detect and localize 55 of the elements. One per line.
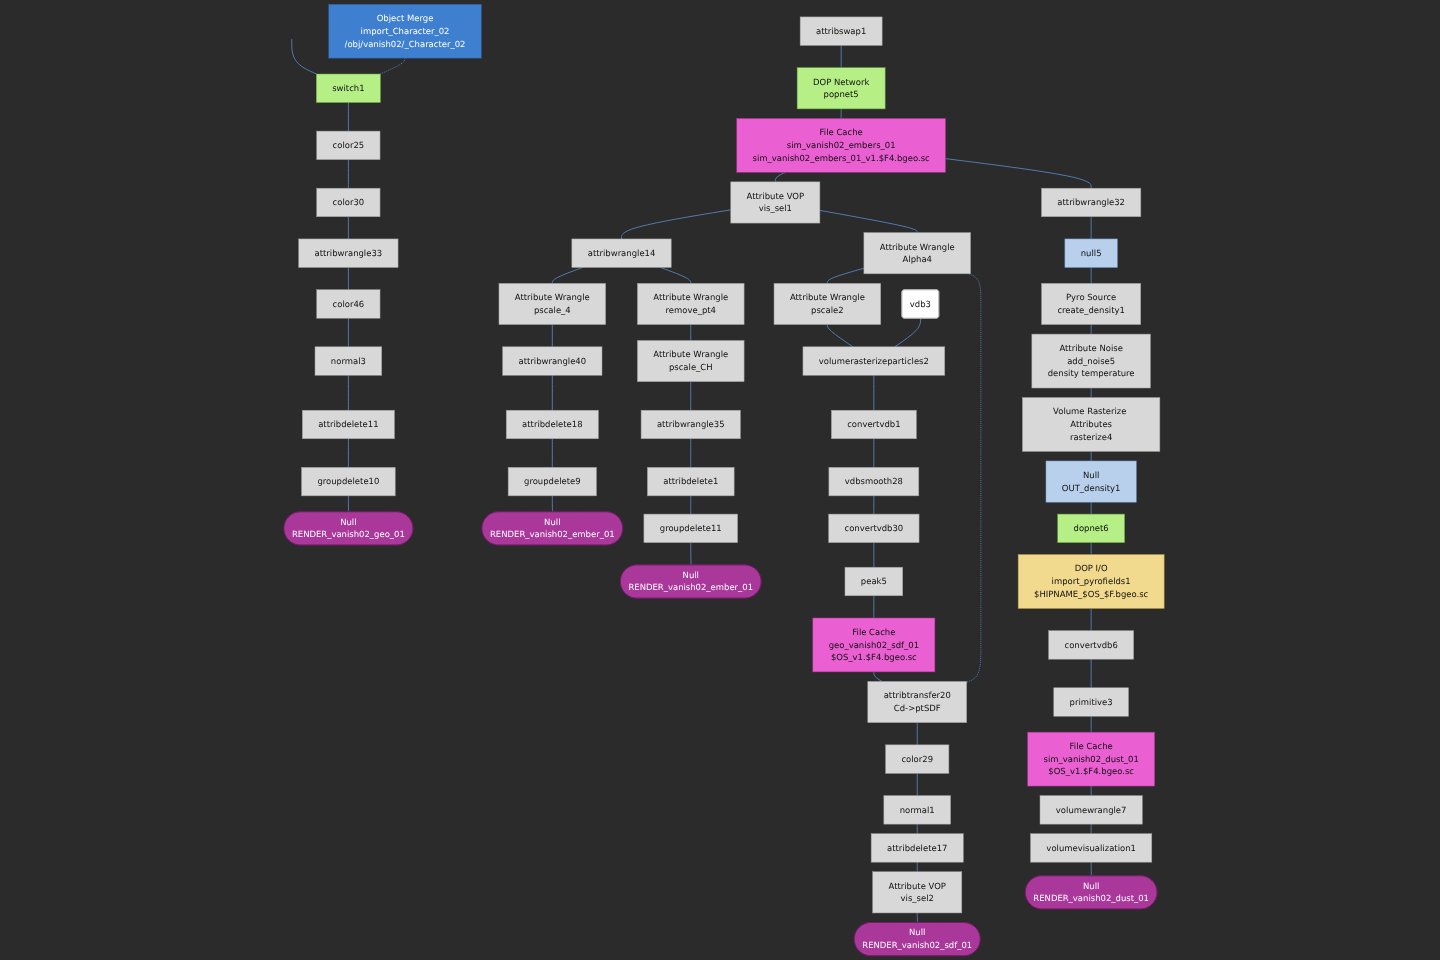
connector: [826, 267, 865, 284]
connector: [660, 267, 692, 284]
connector: [690, 324, 692, 341]
connector: [1090, 501, 1092, 515]
connector: [1090, 267, 1092, 284]
connector: [551, 324, 553, 348]
connector: [1090, 451, 1092, 462]
connector: [894, 318, 921, 348]
connector: [690, 542, 692, 566]
connector: [690, 438, 692, 468]
connector: [551, 374, 553, 411]
connector: [347, 267, 349, 291]
connector: [840, 45, 842, 69]
connector: [1090, 823, 1092, 835]
connector: [1090, 542, 1092, 555]
connector: [873, 495, 875, 515]
connector: [1090, 658, 1092, 689]
connector: [347, 438, 349, 468]
connector: [826, 324, 854, 348]
connector: [690, 495, 692, 515]
connector: [916, 861, 918, 873]
connector: [379, 57, 406, 75]
connector: [1090, 216, 1092, 240]
connector: [840, 108, 842, 119]
connector: [916, 912, 918, 924]
connector: [916, 773, 918, 796]
connector: [819, 210, 918, 233]
connector: [966, 273, 982, 683]
connector: [873, 438, 875, 468]
connector: [551, 438, 553, 468]
connector: [347, 317, 349, 348]
connector: [1090, 861, 1092, 877]
connector: [690, 381, 692, 411]
connector: [347, 159, 349, 189]
connector: [873, 595, 875, 619]
connector: [347, 102, 349, 132]
connector: [551, 495, 553, 513]
connector: [873, 671, 883, 682]
connector: [774, 171, 786, 183]
connector: [1090, 785, 1092, 796]
connector: [916, 722, 918, 746]
connector: [1090, 387, 1092, 398]
connector: [621, 209, 732, 240]
connector: [1090, 715, 1092, 733]
connector: [347, 216, 349, 240]
connector: [1090, 324, 1092, 335]
connector: [291, 38, 317, 75]
connector: [551, 267, 583, 284]
connector: [945, 158, 1092, 189]
connector: [873, 542, 875, 568]
connector: [873, 374, 875, 411]
connector: [1090, 608, 1092, 632]
connector: [916, 823, 918, 835]
connector: [347, 374, 349, 411]
connector: [347, 495, 350, 513]
